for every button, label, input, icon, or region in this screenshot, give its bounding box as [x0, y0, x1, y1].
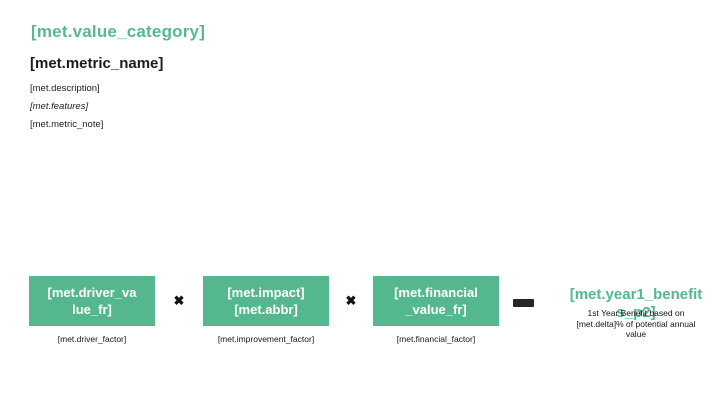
impact-line1: [met.impact]	[227, 285, 305, 300]
driver-value-box: [met.driver_va lue_fr]	[29, 276, 155, 326]
year1-benefit-line1: [met.year1_benefit	[569, 286, 703, 303]
impact-value-box: [met.impact] [met.abbr]	[203, 276, 329, 326]
year1-benefit-group: [met.year1_benefit s_p2] 1st Year Benefi…	[554, 286, 718, 339]
metric-name-heading: [met.metric_name]	[30, 55, 164, 72]
financial-value-box: [met.financial _value_fr]	[373, 276, 499, 326]
metric-note-text: [met.metric_note]	[30, 119, 104, 130]
driver-value-line2: lue_fr]	[72, 302, 112, 317]
financial-line2: _value_fr]	[405, 302, 467, 317]
financial-factor-caption: [met.financial_factor]	[396, 334, 476, 344]
year1-benefit-line2: s_p2]	[616, 304, 656, 321]
metric-description-text: [met.description]	[30, 83, 100, 94]
improvement-factor-caption: [met.improvement_factor]	[217, 334, 315, 344]
impact-value-group: [met.impact] [met.abbr] [met.improvement…	[203, 276, 329, 344]
value-category-heading: [met.value_category]	[31, 22, 206, 41]
driver-value-group: [met.driver_va lue_fr] [met.driver_facto…	[29, 276, 155, 344]
equals-icon	[513, 299, 534, 307]
driver-factor-caption: [met.driver_factor]	[57, 334, 127, 344]
metric-features-text: [met.features]	[30, 101, 89, 112]
financial-value-group: [met.financial _value_fr] [met.financial…	[373, 276, 499, 344]
driver-value-line1: [met.driver_va	[47, 285, 137, 300]
multiply-icon: ✖	[173, 293, 185, 308]
multiply-icon: ✖	[345, 293, 357, 308]
financial-line1: [met.financial	[394, 285, 478, 300]
year1-benefit-caption: 1st Year Benefit based on [met.delta]% o…	[576, 308, 696, 339]
impact-line2: [met.abbr]	[234, 302, 298, 317]
